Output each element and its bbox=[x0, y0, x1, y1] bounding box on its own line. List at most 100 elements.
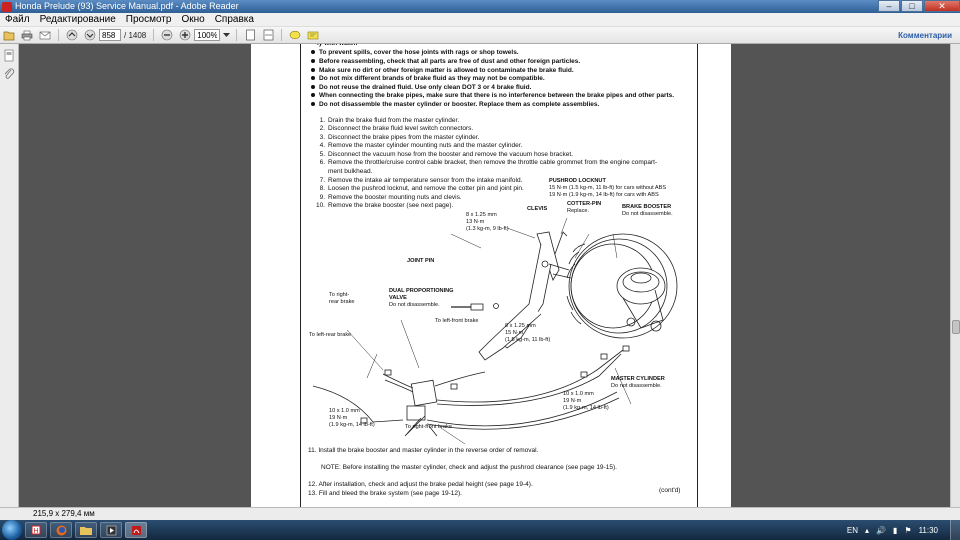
page-thumbnails-icon[interactable] bbox=[3, 49, 15, 62]
to-left-rear-label: To left-rear brake bbox=[309, 332, 352, 338]
print-icon[interactable] bbox=[20, 29, 34, 42]
page-size-readout: 215,9 x 279,4 мм bbox=[33, 509, 95, 518]
start-button[interactable] bbox=[2, 520, 22, 540]
dual-valve-label: DUAL PROPORTIONING bbox=[389, 288, 454, 294]
speaker-icon[interactable]: 🔊 bbox=[876, 525, 886, 535]
bullet-item: Before reassembling, check that all part… bbox=[311, 58, 580, 67]
toolbar: / 1408 Комментарии bbox=[0, 27, 960, 44]
clock[interactable]: 11:30 bbox=[918, 525, 938, 535]
open-icon[interactable] bbox=[2, 29, 16, 42]
taskbar-firefox-icon[interactable] bbox=[50, 522, 72, 538]
clevis-bolt-torque: 13 N·m bbox=[466, 219, 485, 225]
page-number-input[interactable] bbox=[99, 29, 121, 41]
pdf-page: ly with water. To prevent spills, cover … bbox=[251, 44, 731, 507]
fit-width-icon[interactable] bbox=[261, 29, 275, 42]
windows-taskbar: H EN ▴ 🔊 ▮ ⚑ 11:30 bbox=[0, 520, 960, 540]
master-cylinder-note: Do not disassemble. bbox=[611, 383, 662, 389]
step-item: 8.Loosen the pushrod locknut, and remove… bbox=[319, 185, 524, 192]
comments-panel-button[interactable]: Комментарии bbox=[898, 30, 952, 40]
flag-icon[interactable]: ⚑ bbox=[904, 525, 912, 535]
network-icon[interactable]: ▮ bbox=[892, 525, 898, 535]
clevis-bolt-torque-alt: (1.3 kg-m, 9 lb-ft) bbox=[466, 226, 509, 232]
mc-nut-torque-alt: (1.5 kg-m, 11 lb-ft) bbox=[505, 337, 551, 343]
master-cylinder-label: MASTER CYLINDER bbox=[611, 376, 665, 382]
pipe-b-torque-alt: (1.9 kg-m, 14 lb-ft) bbox=[563, 405, 609, 411]
window-title: Honda Prelude (93) Service Manual.pdf - … bbox=[15, 1, 239, 11]
bullet-item: Do not mix different brands of brake flu… bbox=[311, 75, 545, 84]
maximize-button[interactable]: □ bbox=[901, 0, 923, 12]
menu-window[interactable]: Окно bbox=[181, 14, 205, 25]
cotter-pin-note: Replace. bbox=[567, 208, 590, 214]
language-indicator[interactable]: EN bbox=[846, 525, 858, 535]
step-item: 10.Remove the brake booster (see next pa… bbox=[315, 202, 454, 209]
scrollbar-thumb[interactable] bbox=[952, 320, 960, 334]
to-right-rear-label: To right- bbox=[329, 292, 350, 298]
zoom-dropdown-icon[interactable] bbox=[222, 29, 230, 42]
comment-icon[interactable] bbox=[288, 29, 302, 42]
close-button[interactable]: ✕ bbox=[924, 0, 960, 12]
step-item: 5.Disconnect the vacuum hose from the bo… bbox=[319, 151, 573, 158]
show-desktop-button[interactable] bbox=[950, 520, 960, 540]
step-item: 2.Disconnect the brake fluid level switc… bbox=[319, 125, 474, 132]
menu-help[interactable]: Справка bbox=[214, 14, 254, 25]
cotter-pin-label: COTTER-PIN bbox=[567, 201, 602, 207]
menu-bar: Файл Редактирование Просмотр Окно Справк… bbox=[0, 13, 960, 27]
brake-booster-diagram bbox=[312, 217, 678, 444]
clevis-label: CLEVIS bbox=[527, 206, 548, 212]
mc-nut-torque: 15 N·m bbox=[505, 330, 524, 336]
adobe-reader-icon bbox=[2, 1, 12, 12]
tray-arrow-icon[interactable]: ▴ bbox=[865, 525, 870, 535]
zoom-in-icon[interactable] bbox=[178, 29, 192, 42]
step-11: 11. Install the brake booster and master… bbox=[308, 447, 539, 454]
pipe-a-torque: 19 N·m bbox=[329, 415, 348, 421]
to-left-front-label: To left-front brake bbox=[435, 318, 479, 324]
menu-file[interactable]: Файл bbox=[5, 14, 30, 25]
bullet-item: To prevent spills, cover the hose joints… bbox=[311, 49, 519, 58]
taskbar-adobe-reader-icon[interactable] bbox=[125, 522, 147, 538]
joint-pin-label: JOINT PIN bbox=[407, 258, 435, 264]
status-bar: 215,9 x 279,4 мм bbox=[0, 507, 960, 520]
pushrod-torque-label: 19 N·m (1.9 kg-m, 14 lb-ft) for cars wit… bbox=[549, 192, 659, 198]
bullet-item: Do not disassemble the master cylinder o… bbox=[311, 101, 599, 110]
menu-edit[interactable]: Редактирование bbox=[39, 14, 116, 25]
cut-line: ly with water. bbox=[317, 44, 357, 49]
fit-page-icon[interactable] bbox=[243, 29, 257, 42]
document-view[interactable]: ly with water. To prevent spills, cover … bbox=[20, 44, 950, 507]
title-bar: Honda Prelude (93) Service Manual.pdf - … bbox=[0, 0, 960, 13]
zoom-out-icon[interactable] bbox=[160, 29, 174, 42]
step-item: 6.Remove the throttle/cruise control cab… bbox=[319, 159, 658, 166]
next-page-icon[interactable] bbox=[83, 29, 97, 42]
taskbar-app-hotspot[interactable]: H bbox=[25, 522, 47, 538]
minimize-button[interactable]: – bbox=[878, 0, 900, 12]
bullet-item: When connecting the brake pipes, make su… bbox=[311, 92, 674, 101]
mc-nut-size: 8 x 1.25 mm bbox=[505, 323, 536, 329]
to-right-rear-label-2: rear brake bbox=[329, 299, 355, 305]
pushrod-torque-label: 15 N·m (1.5 kg-m, 11 lb-ft) for cars wit… bbox=[549, 185, 667, 191]
attachments-icon[interactable] bbox=[3, 67, 15, 80]
step-item: 1.Drain the brake fluid from the master … bbox=[319, 117, 460, 124]
to-right-front-label: To right-front brake bbox=[405, 424, 452, 430]
pipe-a-torque-alt: (1.9 kg-m, 14 lb-ft) bbox=[329, 422, 375, 428]
step-item: 3.Disconnect the brake pipes from the ma… bbox=[319, 134, 480, 141]
step-item: ment bulkhead. bbox=[328, 168, 373, 175]
bullet-item: Do not reuse the drained fluid. Use only… bbox=[311, 84, 531, 93]
page-border bbox=[300, 44, 698, 507]
email-icon[interactable] bbox=[38, 29, 52, 42]
taskbar-media-icon[interactable] bbox=[100, 522, 122, 538]
vertical-scrollbar[interactable] bbox=[950, 44, 960, 507]
step-item: 9.Remove the booster mounting nuts and c… bbox=[319, 194, 462, 201]
clevis-bolt-size: 8 x 1.25 mm bbox=[466, 212, 497, 218]
page-total: / 1408 bbox=[124, 30, 147, 40]
highlight-icon[interactable] bbox=[306, 29, 320, 42]
menu-view[interactable]: Просмотр bbox=[125, 14, 172, 25]
pipe-b-size: 10 x 1.0 mm bbox=[563, 391, 594, 397]
note-text: NOTE: Before installing the master cylin… bbox=[321, 464, 617, 471]
step-13: 13. Fill and bleed the brake system (see… bbox=[308, 490, 462, 497]
zoom-input[interactable] bbox=[194, 29, 221, 41]
step-12: 12. After installation, check and adjust… bbox=[308, 481, 533, 488]
step-item: 7.Remove the intake air temperature sens… bbox=[319, 177, 523, 184]
taskbar-explorer-icon[interactable] bbox=[75, 522, 97, 538]
dual-valve-note: Do not disassemble. bbox=[389, 302, 440, 308]
previous-page-icon[interactable] bbox=[65, 29, 79, 42]
pipe-b-torque: 19 N·m bbox=[563, 398, 582, 404]
